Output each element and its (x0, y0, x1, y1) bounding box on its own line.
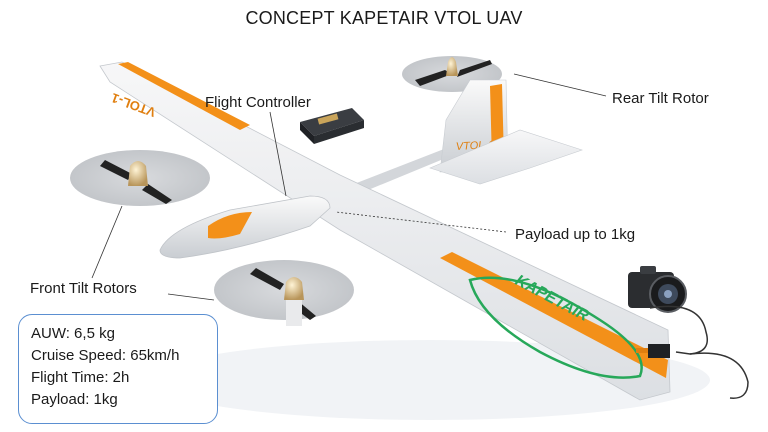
horizontal-stabilizer (429, 129, 583, 185)
wing-leading-stripe-left (118, 62, 250, 130)
label-payload: Payload up to 1kg (515, 226, 636, 243)
wing-logo-swoosh (468, 276, 643, 379)
diagram-title: CONCEPT KAPETAIR VTOL UAV (245, 8, 523, 28)
front-right-rotor (214, 260, 354, 326)
camera-cable (649, 305, 708, 355)
leader-front-rotor-left (91, 205, 123, 279)
camera-trigger-module (636, 344, 670, 358)
spec-payload: Payload: 1kg (31, 391, 118, 408)
label-rear-tilt-rotor: Rear Tilt Rotor (612, 90, 709, 107)
camera (628, 266, 687, 313)
leader-front-rotor-right (167, 293, 215, 301)
fuselage-orange-stripe (208, 212, 252, 239)
label-flight-controller: Flight Controller (205, 94, 311, 111)
front-left-rotor (70, 150, 210, 206)
spec-flight-time: Flight Time: 2h (31, 369, 130, 386)
flight-controller-board (300, 108, 364, 144)
leader-payload (335, 211, 507, 233)
leader-flight-controller (269, 111, 287, 197)
spec-auw: AUW: 6,5 kg (31, 325, 115, 342)
spec-cruise-speed: Cruise Speed: 65km/h (31, 347, 180, 364)
leader-rear-rotor (513, 73, 607, 97)
spec-box: AUW: 6,5 kg Cruise Speed: 65km/h Flight … (18, 314, 218, 424)
fuselage (159, 195, 331, 259)
camera-cable-2 (689, 352, 749, 399)
wing-leading-stripe-right (440, 252, 668, 378)
label-front-tilt-rotors: Front Tilt Rotors (30, 280, 137, 297)
